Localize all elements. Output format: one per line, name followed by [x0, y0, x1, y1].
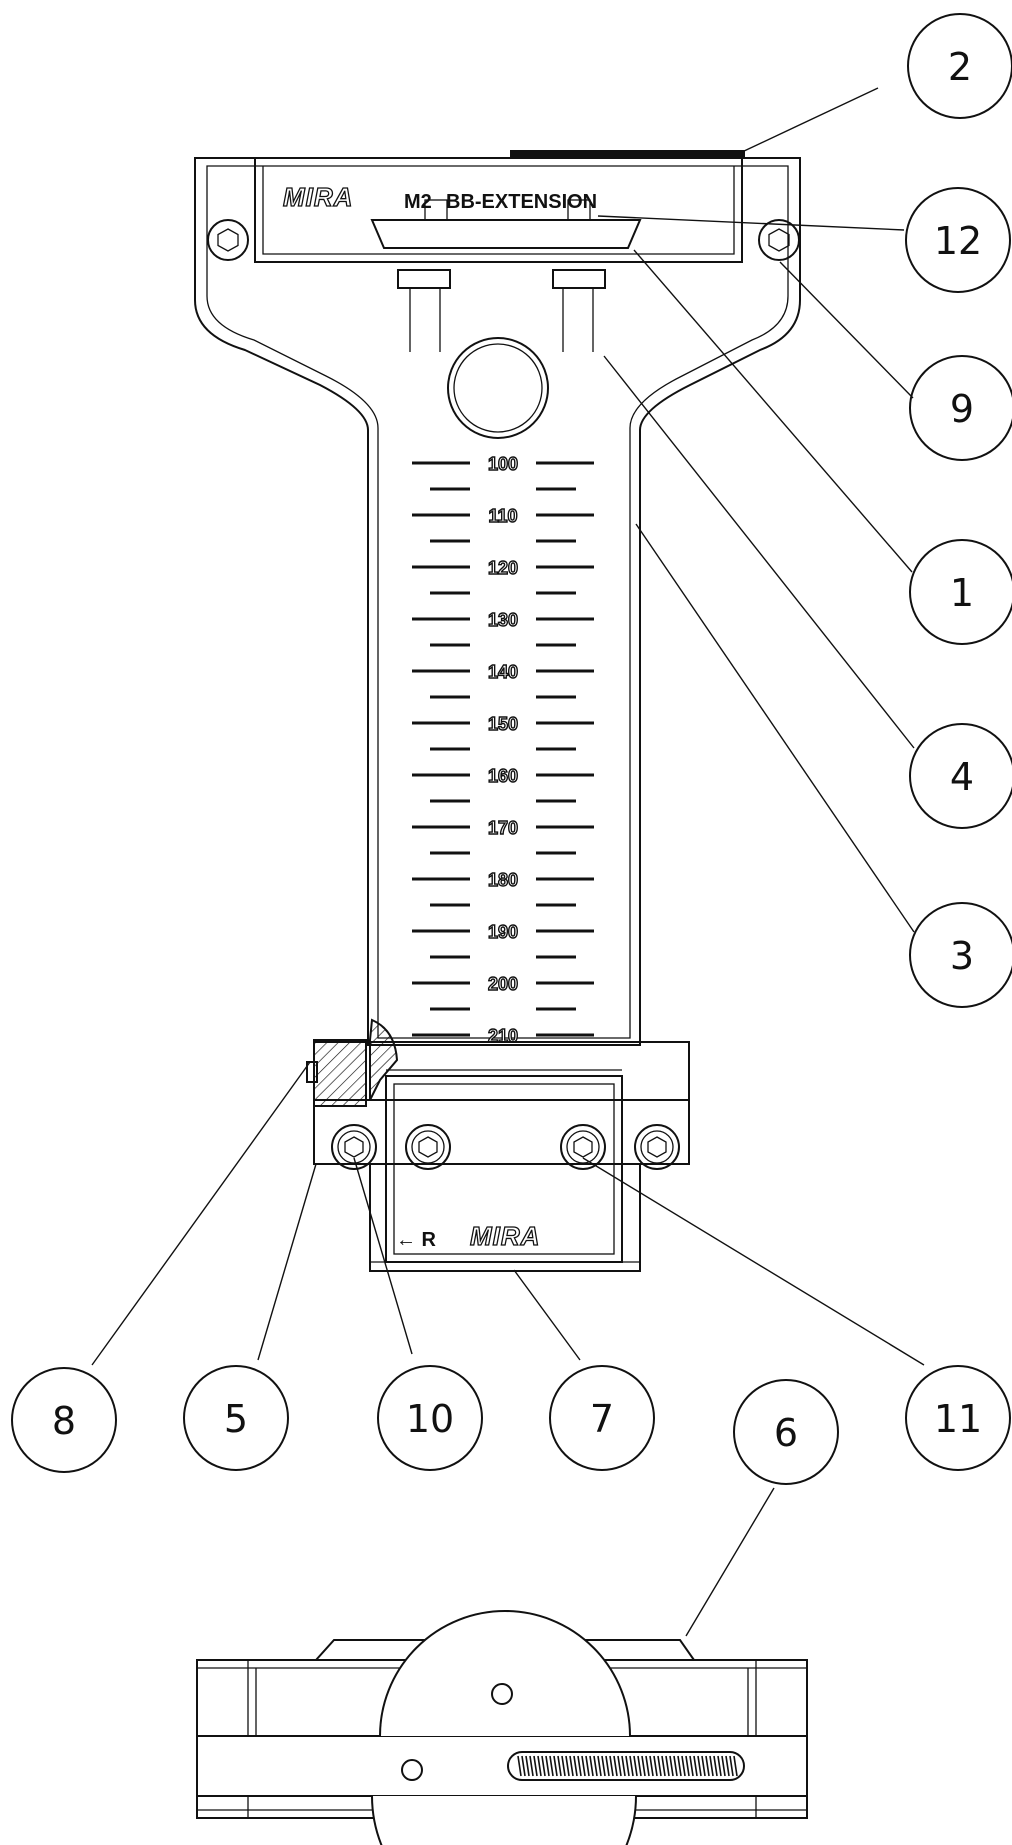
screw-10	[331, 1124, 377, 1170]
balloon-2: 2	[907, 13, 1012, 119]
balloon-1: 1	[909, 539, 1012, 645]
balloon-7-label: 7	[590, 1397, 614, 1441]
bottom-label: ← R	[396, 1229, 437, 1251]
balloon-11-label: 11	[934, 1397, 982, 1441]
balloon-10: 10	[377, 1365, 483, 1471]
balloon-8-label: 8	[52, 1399, 76, 1443]
knurled-bar-top	[510, 150, 745, 158]
scale-label: 170	[488, 818, 518, 838]
scale-label: 130	[488, 610, 518, 630]
scale-label: 110	[488, 506, 517, 526]
balloon-4-label: 4	[950, 755, 974, 799]
scale-label: 200	[488, 974, 518, 994]
scale-label: 100	[488, 454, 518, 474]
balloon-7: 7	[549, 1365, 655, 1471]
balloon-8: 8	[11, 1367, 117, 1473]
scale-label: 180	[488, 870, 518, 890]
top-logo: MIRA	[283, 182, 353, 212]
top-label-prefix: M2	[404, 191, 432, 213]
balloon-5: 5	[183, 1365, 289, 1471]
balloon-6-label: 6	[774, 1411, 798, 1455]
screw-11	[560, 1124, 606, 1170]
round-disk	[379, 1610, 631, 1737]
balloon-4: 4	[909, 723, 1012, 829]
balloons: 2 12 9 1 4 3 8 5	[11, 13, 1012, 1485]
hatched-wedge	[369, 1018, 399, 1101]
balloon-9: 9	[909, 355, 1012, 461]
scale-label: 140	[488, 662, 518, 682]
balloon-3: 3	[909, 902, 1012, 1008]
balloon-5-label: 5	[224, 1397, 248, 1441]
balloon-3-label: 3	[950, 934, 974, 978]
handle-body	[194, 150, 801, 1046]
balloon-12-label: 12	[934, 219, 982, 263]
top-label: BB-EXTENSION	[446, 191, 597, 213]
bottom-clamp: ← R MIRA	[306, 1018, 690, 1272]
scale-label: 120	[488, 558, 518, 578]
scale-label: 190	[488, 922, 518, 942]
scale-label: 150	[488, 714, 518, 734]
balloon-1-label: 1	[950, 571, 974, 615]
hatched-insert	[313, 1039, 367, 1107]
balloon-9-label: 9	[950, 387, 974, 431]
balloon-6: 6	[733, 1379, 839, 1485]
balloon-11: 11	[905, 1365, 1011, 1471]
balloon-10-label: 10	[406, 1397, 454, 1441]
scale-label: 160	[488, 766, 518, 786]
bottom-logo: MIRA	[470, 1221, 540, 1251]
balloon-12: 12	[905, 187, 1011, 293]
balloon-2-label: 2	[948, 45, 972, 89]
top-label-group: MIRA M2 BB-EXTENSION	[282, 181, 597, 213]
bottom-view	[196, 1610, 808, 1845]
leader-lines	[91, 87, 925, 1637]
